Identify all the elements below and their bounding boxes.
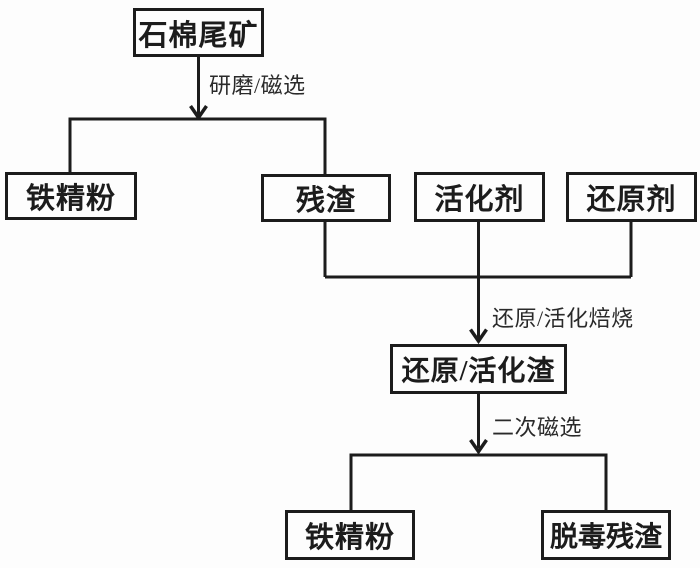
node-iron-concentrate-2: 铁精粉 [285,510,415,560]
edge-label-reduction-activation-roasting: 还原/活化焙烧 [492,306,634,331]
node-detoxified-residue: 脱毒残渣 [541,510,671,560]
node-asbestos-tailings: 石棉尾矿 [133,8,264,57]
node-reduction-activation-slag: 还原/活化渣 [390,344,567,394]
node-activator: 活化剂 [414,172,545,222]
node-reducing-agent: 还原剂 [566,172,697,222]
node-iron-concentrate-1: 铁精粉 [5,172,137,220]
edge-label-secondary-magnetic-separation: 二次磁选 [492,415,583,440]
arrowhead-down-icon [469,328,488,345]
node-residue: 残渣 [261,174,391,222]
edge-label-grinding-magnetic-separation: 研磨/磁选 [209,73,306,98]
arrowhead-down-icon [469,439,488,455]
